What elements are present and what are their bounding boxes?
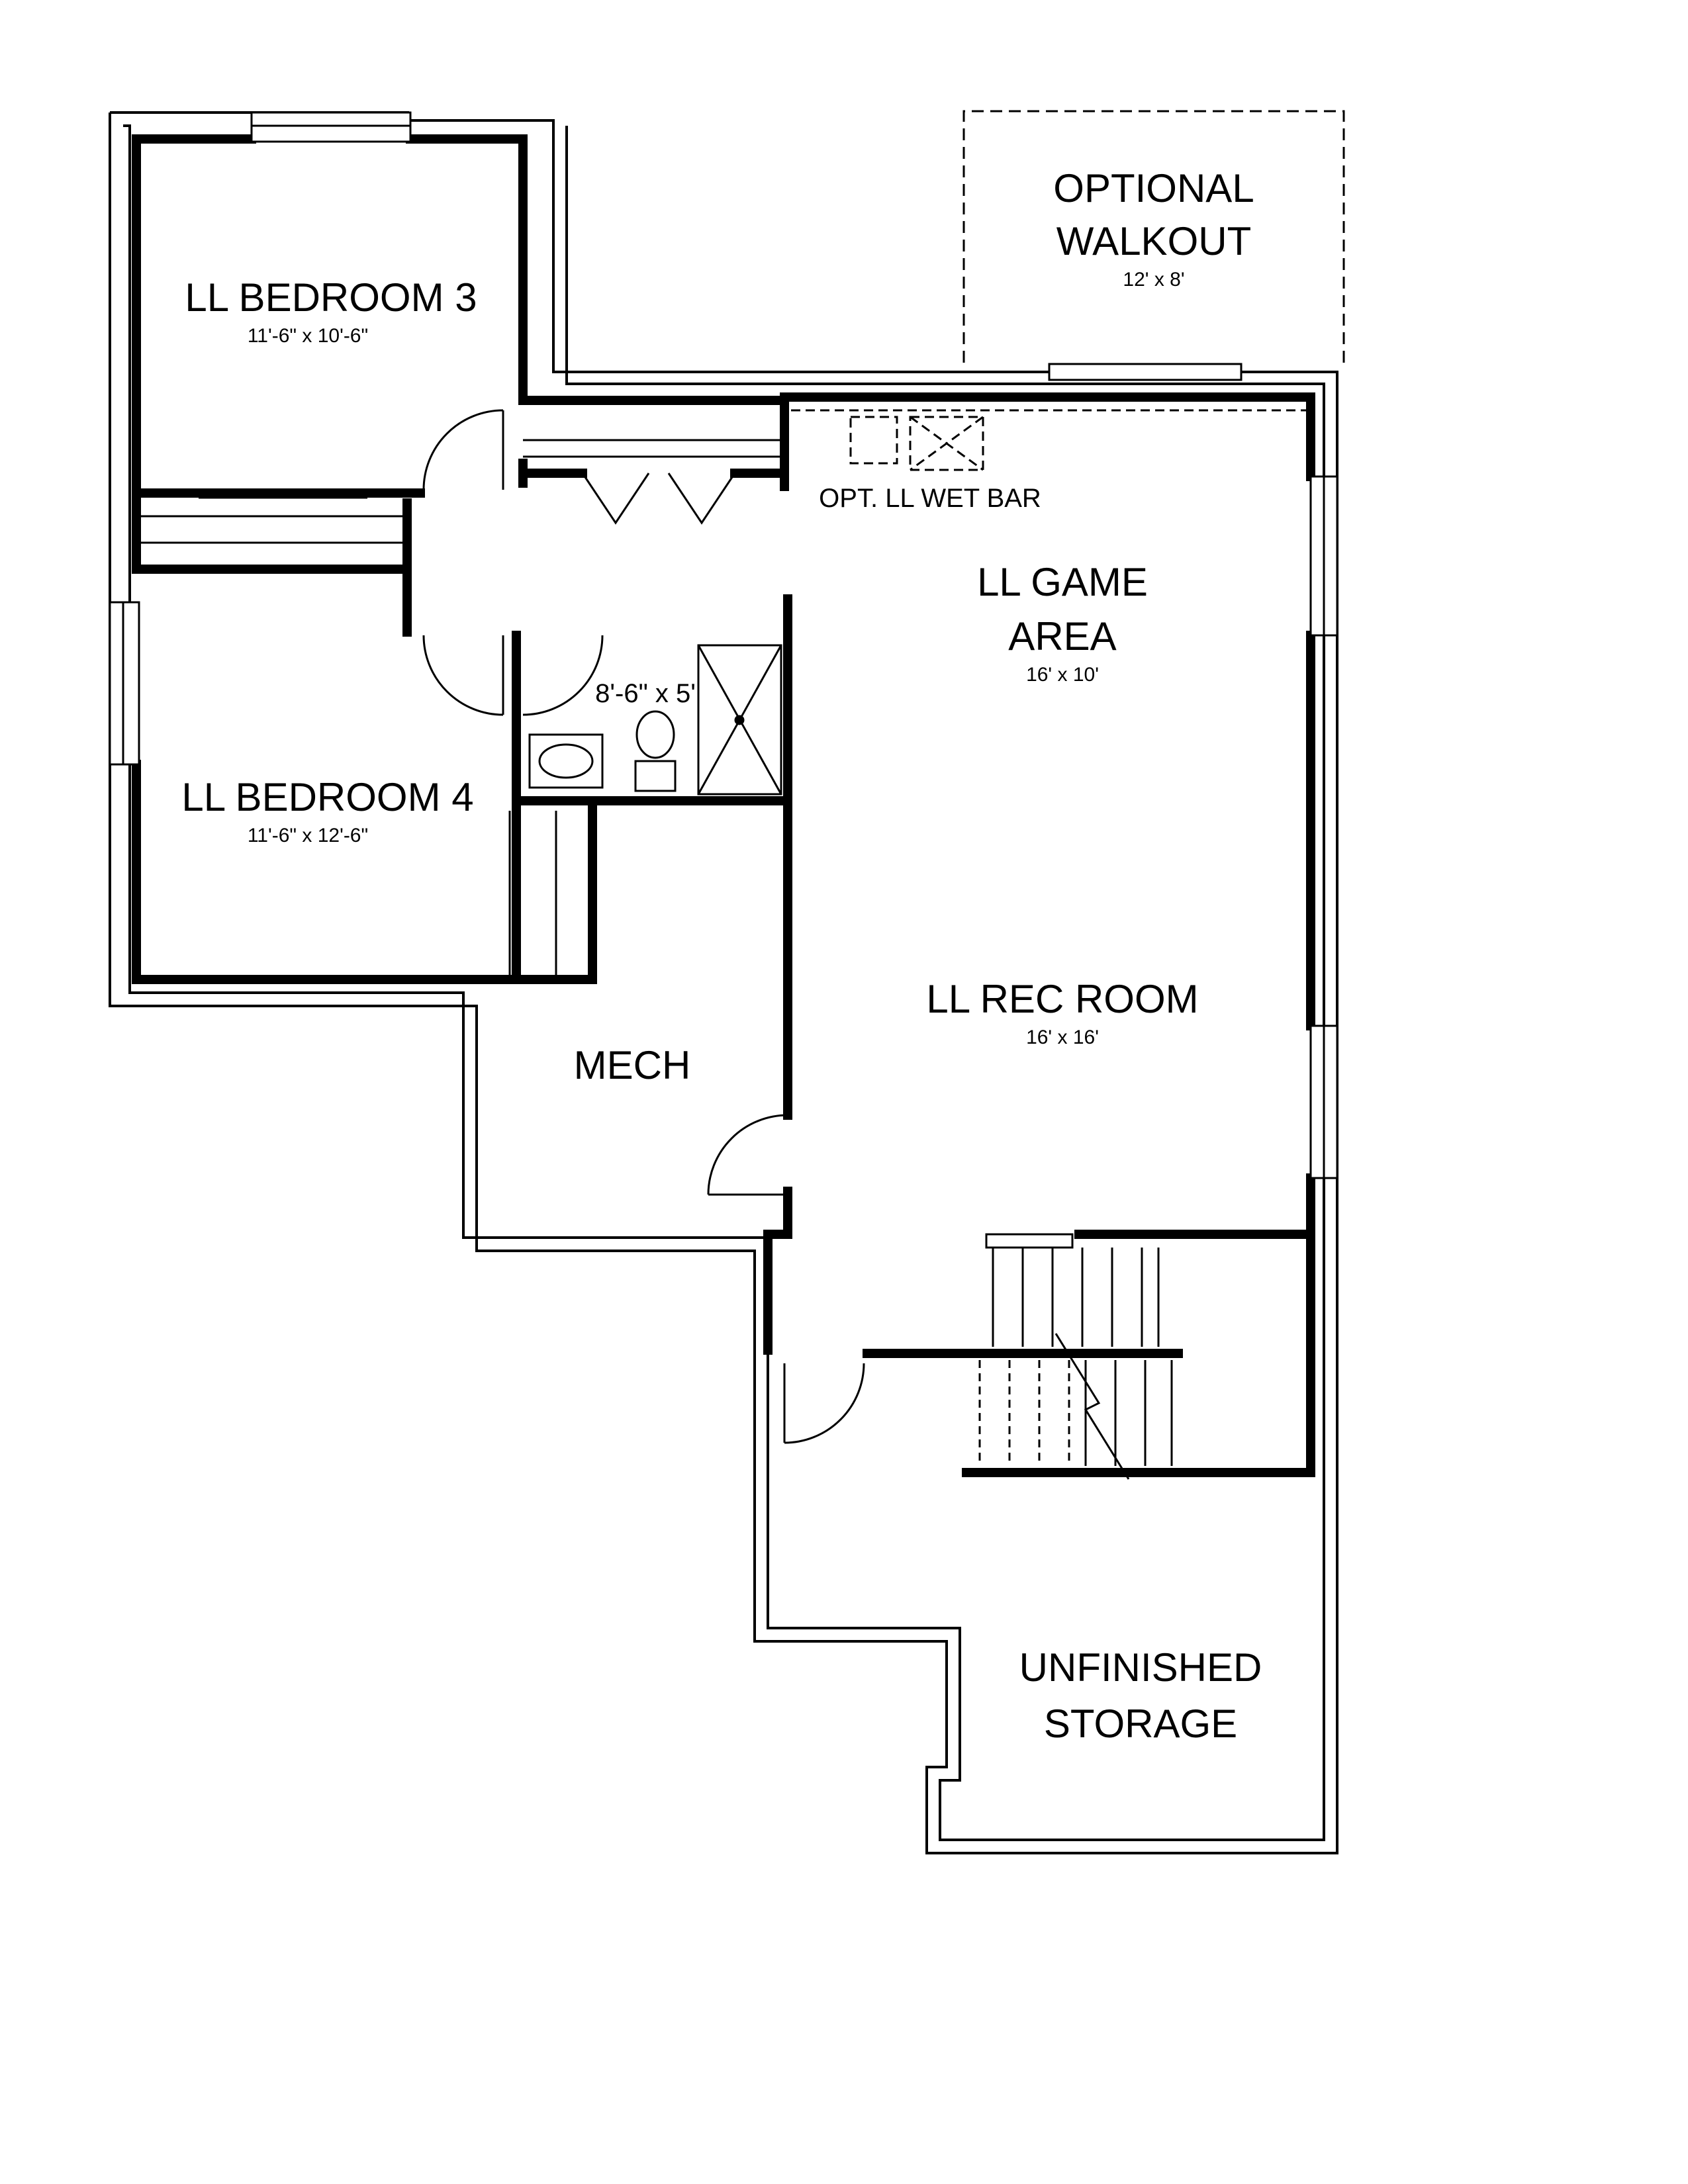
walkout-dims: 12' x 8' xyxy=(1123,269,1185,291)
bedroom3-label: LL BEDROOM 3 xyxy=(185,275,477,320)
foundation-outline xyxy=(109,111,1338,1854)
stairs xyxy=(978,1233,1173,1480)
walkout-label-line2: WALKOUT xyxy=(1056,219,1252,263)
bath-fixtures xyxy=(528,644,782,796)
game-area-dims: 16' x 10' xyxy=(1026,664,1099,686)
rec-room-label: LL REC ROOM xyxy=(926,977,1199,1021)
closet-lines xyxy=(136,439,784,976)
storage-label-line2: STORAGE xyxy=(1043,1702,1238,1746)
walls xyxy=(132,134,1315,1477)
walkout-label-line1: OPTIONAL xyxy=(1053,166,1254,210)
game-area-label-line1: LL GAME xyxy=(977,560,1148,604)
wet-bar-label: OPT. LL WET BAR xyxy=(819,484,1041,513)
game-area-label-line2: AREA xyxy=(1008,614,1117,659)
windows xyxy=(109,111,1338,1179)
mech-label: MECH xyxy=(573,1043,691,1087)
bedroom4-label: LL BEDROOM 4 xyxy=(181,775,474,819)
wet-bar-outline xyxy=(791,409,1307,471)
doors xyxy=(422,409,865,1444)
storage-label-line1: UNFINISHED xyxy=(1019,1645,1262,1690)
bath-dims: 8'-6" x 5' xyxy=(595,679,696,708)
bedroom3-dims: 11'-6" x 10'-6" xyxy=(247,325,369,347)
rec-room-dims: 16' x 16' xyxy=(1026,1026,1099,1048)
bedroom4-dims: 11'-6" x 12'-6" xyxy=(247,825,369,846)
